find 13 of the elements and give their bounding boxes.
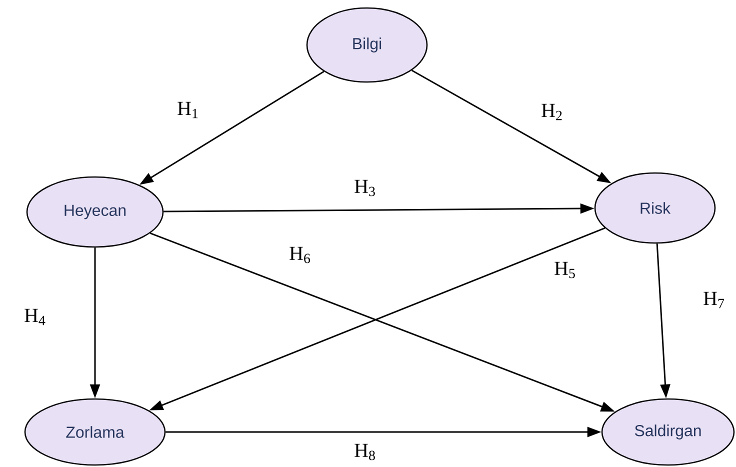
ellipse-node: Bilgi bbox=[306, 7, 428, 83]
edge-label: H$_{3}$ bbox=[354, 180, 375, 196]
ellipse-node: Saldirgan bbox=[601, 398, 735, 466]
ellipse-node: Heyecan bbox=[26, 176, 164, 248]
ellipse-node: Zorlama bbox=[24, 398, 166, 466]
edge-label: H$_{1}$ bbox=[178, 102, 198, 118]
edge-label: H$_{2}$ bbox=[542, 104, 562, 120]
edge-label: H$_{6}$ bbox=[290, 246, 310, 264]
edge-label: H$_{5}$ bbox=[554, 262, 575, 278]
edge-label: H$_{7}$ bbox=[704, 292, 724, 308]
edge-label: H$_{4}$ bbox=[24, 308, 46, 326]
edge-label: H$_{8}$ bbox=[354, 444, 375, 460]
ellipse-node: Risk bbox=[594, 172, 716, 244]
